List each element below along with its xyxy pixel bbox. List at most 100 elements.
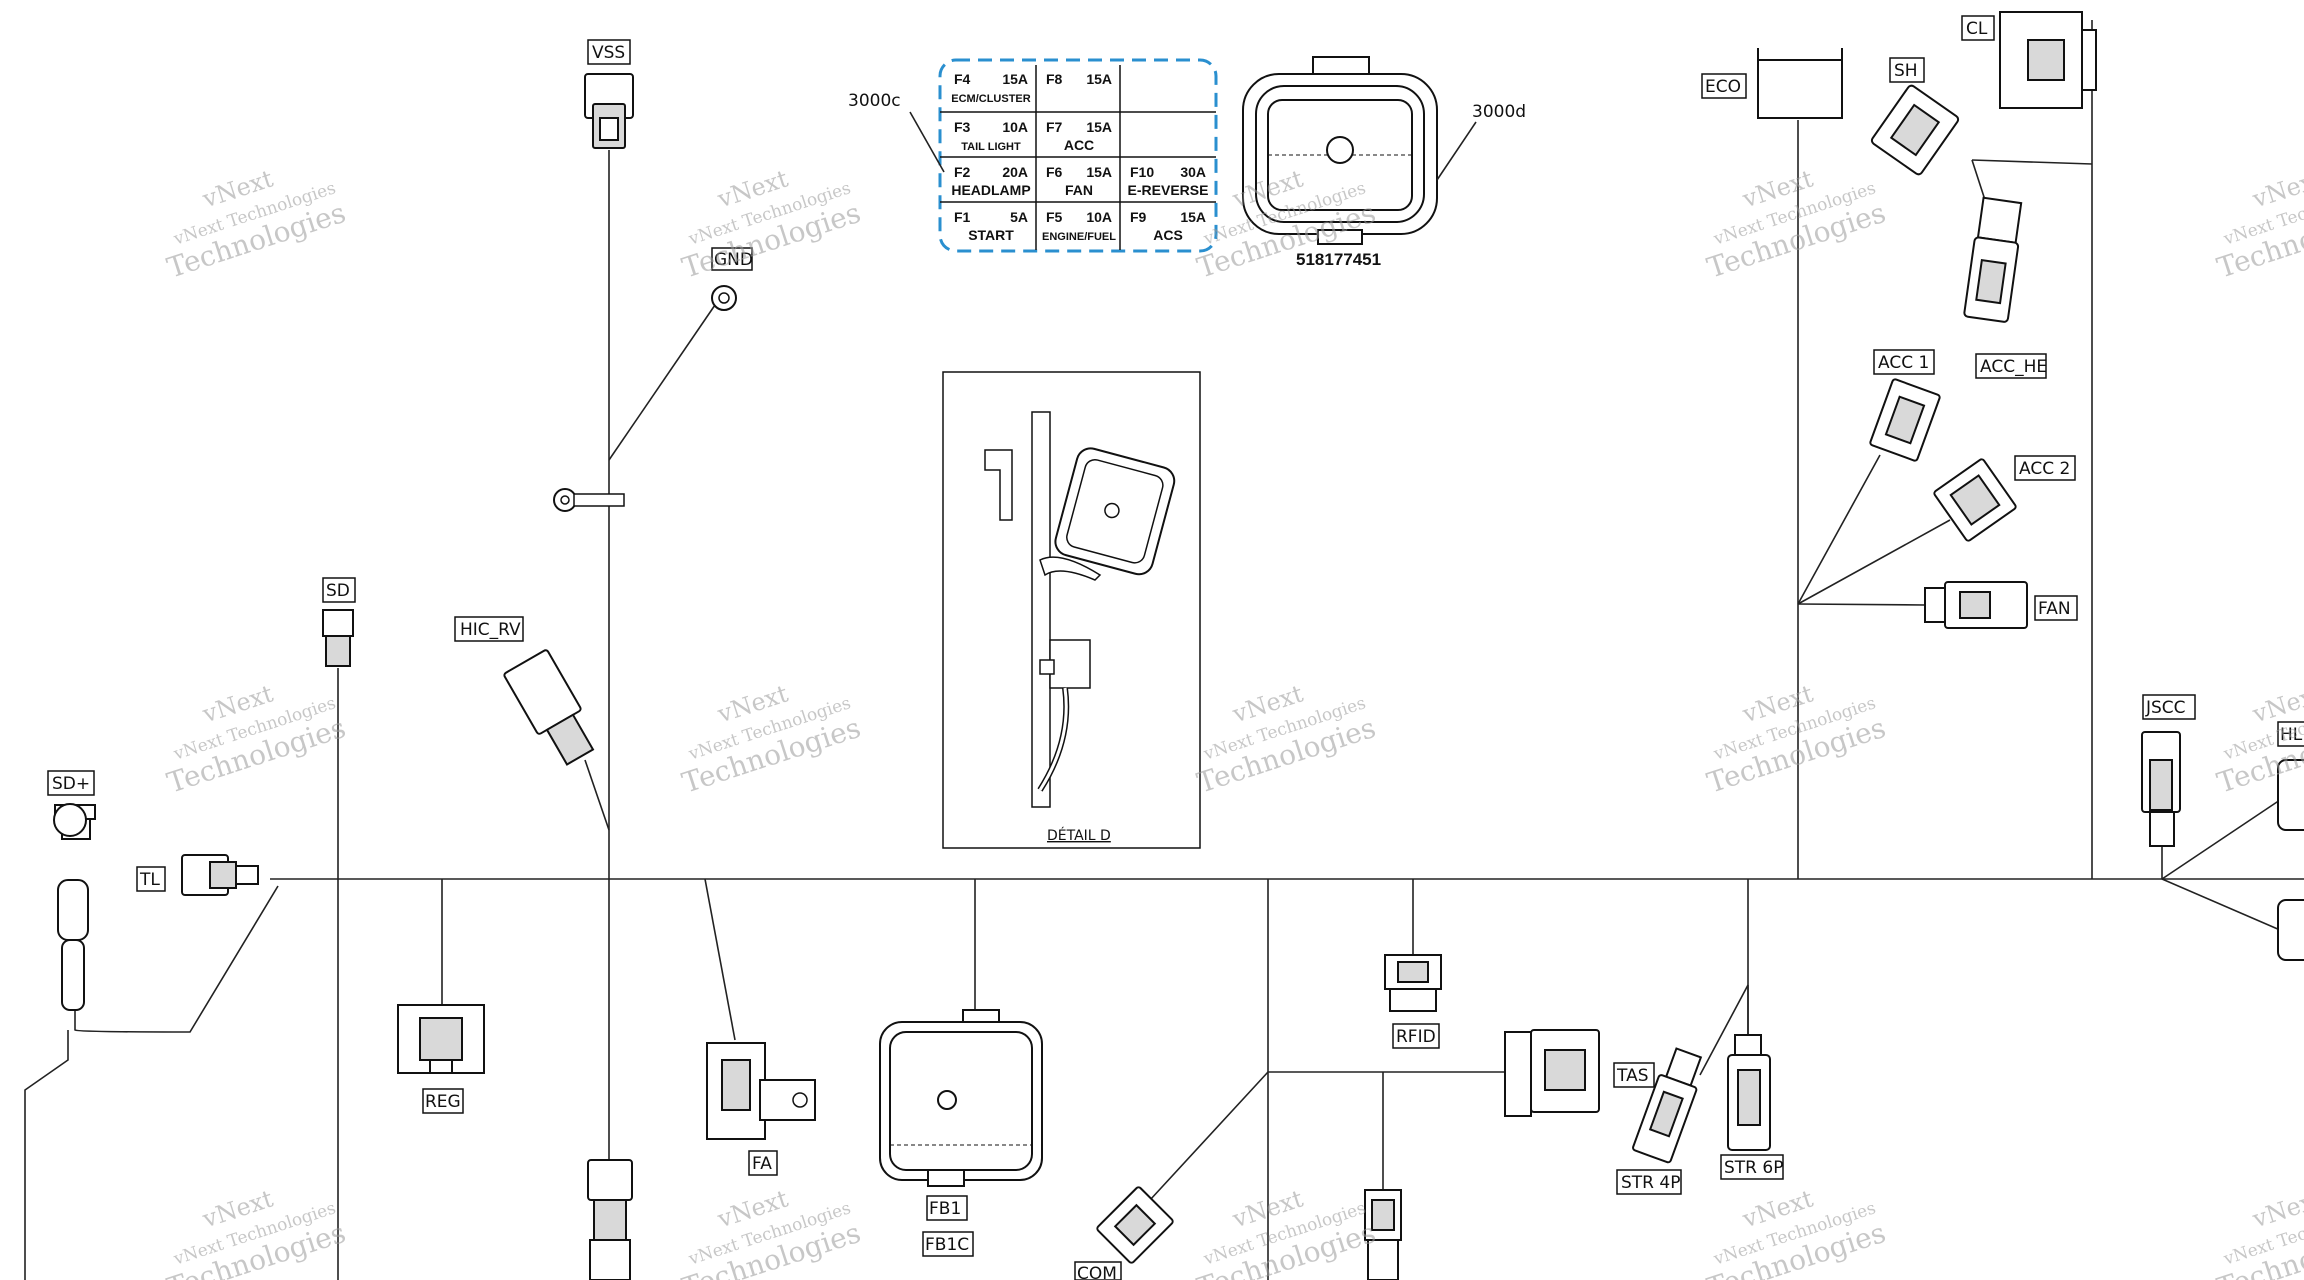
label-sd: SD (322, 577, 356, 603)
eco-connector[interactable] (1757, 48, 1843, 119)
sd-connector[interactable] (322, 609, 354, 667)
acc-2-connector[interactable] (1933, 458, 2017, 542)
fuse-circuit-name: HEADLAMP (951, 182, 1030, 198)
str-4p-connector[interactable] (1632, 1046, 1707, 1164)
label-acc-he: ACC_HE (1975, 353, 2047, 379)
reg-connector[interactable] (397, 1004, 485, 1074)
gnd-ring-terminal (711, 285, 737, 311)
hic-rv-connector[interactable] (503, 649, 601, 769)
label-hic-rv: HIC_RV (454, 616, 524, 642)
fa-connector[interactable] (706, 1042, 816, 1140)
label-hl: HL (2277, 721, 2304, 747)
cl-connector[interactable] (1999, 11, 2097, 109)
label-jscc: JSCC (2142, 694, 2196, 720)
label-fan: FAN (2034, 595, 2078, 621)
label-eco: ECO (1701, 73, 1747, 99)
lower-center-connector[interactable] (1364, 1189, 1402, 1280)
vss-lower-connector[interactable] (587, 1159, 633, 1280)
str-6p-connector[interactable] (1727, 1034, 1771, 1151)
hl-connector[interactable] (2277, 759, 2304, 961)
svg-text:CL: CL (1966, 19, 1988, 39)
label-sh: SH (1889, 57, 1925, 83)
fuse-id: F4 (954, 71, 971, 87)
tl-connector[interactable] (181, 854, 259, 896)
fb1-fuse-box[interactable] (879, 1009, 1043, 1187)
fuse-id: F8 (1046, 71, 1063, 87)
rfid-connector[interactable] (1384, 954, 1442, 1012)
label-cl: CL (1961, 15, 1995, 41)
svg-text:SD: SD (326, 581, 350, 601)
fan-connector[interactable] (1924, 581, 2028, 629)
label-gnd: GND (711, 247, 753, 271)
svg-text:ACC 1: ACC 1 (1878, 353, 1929, 373)
label-tas: TAS (1613, 1062, 1655, 1088)
svg-text:RFID: RFID (1396, 1027, 1436, 1047)
fuse-amperage: 15A (1002, 71, 1028, 87)
fuse-circuit-name: ENGINE/FUEL (1042, 231, 1116, 243)
part-number: 518177451 (1296, 250, 1381, 269)
label-acc-1: ACC 1 (1873, 349, 1935, 375)
label-acc-2: ACC 2 (2014, 455, 2076, 481)
fuse-circuit-name: TAIL LIGHT (961, 141, 1021, 153)
svg-text:SH: SH (1894, 61, 1918, 81)
label-fb1: FB1 (926, 1195, 968, 1221)
label-fa: FA (748, 1150, 778, 1176)
fuse-amperage: 15A (1180, 209, 1206, 225)
harness-wires (24, 20, 2304, 1280)
svg-text:FA: FA (752, 1154, 772, 1174)
svg-text:STR 6P: STR 6P (1724, 1158, 1783, 1178)
label-str-4p: STR 4P (1616, 1169, 1682, 1195)
svg-text:ACC_HE: ACC_HE (1980, 357, 2047, 377)
fuse-amperage: 10A (1086, 209, 1112, 225)
label-vss: VSS (587, 39, 631, 65)
svg-text:VSS: VSS (592, 43, 625, 63)
vss-connector[interactable] (584, 73, 634, 149)
label-sd-plus: SD+ (47, 770, 95, 796)
fuse-amperage: 15A (1086, 119, 1112, 135)
acc-1-connector[interactable] (1869, 378, 1941, 462)
fuse-amperage: 15A (1086, 71, 1112, 87)
svg-text:TL: TL (139, 870, 160, 890)
svg-text:GND: GND (714, 250, 753, 270)
svg-text:FB1: FB1 (929, 1199, 961, 1219)
label-str-6p: STR 6P (1720, 1154, 1784, 1180)
sd-plus-terminal[interactable] (53, 803, 96, 1011)
fuse-id: F7 (1046, 119, 1063, 135)
svg-text:SD+: SD+ (52, 774, 90, 794)
svg-text:ECO: ECO (1705, 77, 1741, 97)
jscc-connector[interactable] (2141, 731, 2181, 847)
fuse-amperage: 15A (1086, 164, 1112, 180)
svg-text:HL: HL (2280, 725, 2303, 745)
svg-text:STR 4P: STR 4P (1621, 1173, 1680, 1193)
svg-text:TAS: TAS (1616, 1066, 1649, 1086)
fuse-id: F6 (1046, 164, 1063, 180)
com-connector[interactable] (1096, 1186, 1174, 1264)
fuse-cover-callout: 3000d (1472, 102, 1526, 122)
fuse-amperage: 5A (1010, 209, 1028, 225)
label-fb1c: FB1C (922, 1231, 974, 1257)
sh-connector[interactable] (1870, 84, 1960, 176)
ground-ring-terminal (553, 488, 625, 512)
detail-caption: DÉTAIL D (1047, 827, 1111, 844)
fuse-box-callout: 3000c (848, 91, 901, 111)
svg-text:ACC 2: ACC 2 (2019, 459, 2070, 479)
label-rfid: RFID (1392, 1023, 1440, 1049)
sh-mate-connector[interactable] (1963, 196, 2024, 323)
svg-text:HIC_RV: HIC_RV (460, 620, 521, 640)
fuse-amperage: 20A (1002, 164, 1028, 180)
tas-large-connector[interactable] (1504, 1029, 1600, 1117)
fuse-amperage: 10A (1002, 119, 1028, 135)
fuse-id: F9 (1130, 209, 1147, 225)
fuse-id: F3 (954, 119, 971, 135)
